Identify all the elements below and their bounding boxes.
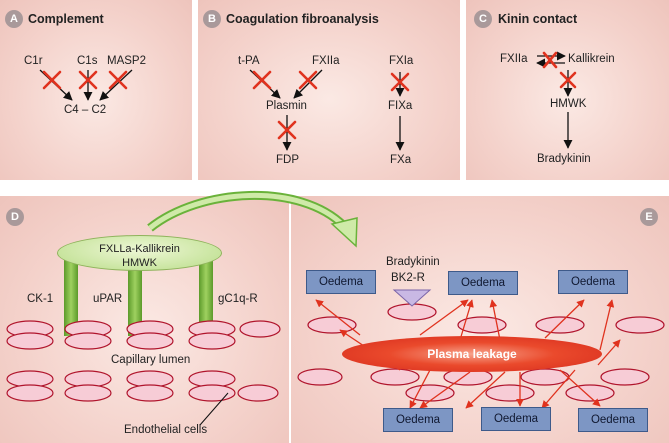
transfer-arrow [147, 191, 358, 248]
receptor-pillars [64, 252, 213, 336]
bk2r-label: BK2-R [391, 272, 425, 284]
panel-c-title: Kinin contact [498, 12, 578, 26]
masp2-label: MASP2 [107, 55, 146, 67]
panel-divider [289, 196, 291, 443]
kallikrein-label: Kallikrein [568, 53, 615, 65]
c4c2-label: C4 – C2 [64, 104, 107, 116]
tpa-label: t-PA [238, 55, 260, 67]
oedema-box: Oedema [383, 408, 453, 432]
endothelial-cells-label: Endothelial cells [124, 424, 208, 436]
panel-a-badge: A [5, 10, 23, 28]
bradykinin-label-c: Bradykinin [537, 153, 591, 165]
complex-line2: HMWK [122, 257, 157, 269]
upar-label: uPAR [93, 293, 123, 305]
endothelial-cells-e [297, 303, 665, 402]
panel-d-badge: D [6, 208, 24, 226]
c1r-label: C1r [24, 55, 43, 67]
panel-a-title: Complement [28, 12, 104, 26]
fxiia-label-b: FXIIa [312, 55, 340, 67]
fxiia-kallikrein-hmwk-complex: FXLLa-Kallikrein HMWK [57, 235, 222, 271]
hmwk-label: HMWK [550, 98, 587, 110]
capillary-lumen-label: Capillary lumen [111, 354, 191, 366]
fdp-label: FDP [276, 154, 299, 166]
panel-b [198, 0, 460, 180]
fxiia-label-c: FXIIa [500, 53, 528, 65]
fixa-label: FIXa [388, 100, 413, 112]
oedema-box: Oedema [578, 408, 648, 432]
gc1qr-label: gC1q-R [218, 293, 258, 305]
panel-c-crosses [542, 51, 577, 89]
fxia-label: FXIa [389, 55, 414, 67]
oedema-box: Oedema [448, 271, 518, 295]
panel-e-badge: E [640, 208, 658, 226]
panel-a-crosses [42, 70, 128, 90]
panel-b-badge: B [203, 10, 221, 28]
complex-line1: FXLLa-Kallikrein [99, 243, 180, 255]
oedema-box: Oedema [558, 270, 628, 294]
endothelial-pointer [199, 392, 229, 426]
endothelial-cells-d [6, 320, 281, 402]
fxa-label: FXa [390, 154, 412, 166]
plasma-leakage: Plasma leakage [342, 336, 602, 372]
panel-a [0, 0, 192, 180]
panel-b-title: Coagulation fibroanalysis [226, 12, 379, 26]
plasmin-label: Plasmin [266, 100, 307, 112]
oedema-box: Oedema [481, 407, 551, 431]
oedema-box: Oedema [306, 270, 376, 294]
bradykinin-label-e: Bradykinin [386, 256, 440, 268]
leakage-arrows [315, 299, 621, 409]
panel-c-badge: C [474, 10, 492, 28]
panel-a-arrows [39, 69, 133, 101]
panel-b-crosses [252, 70, 410, 140]
c1s-label: C1s [77, 55, 98, 67]
bk2r-receptor [392, 289, 432, 307]
ck1-label: CK-1 [27, 293, 54, 305]
